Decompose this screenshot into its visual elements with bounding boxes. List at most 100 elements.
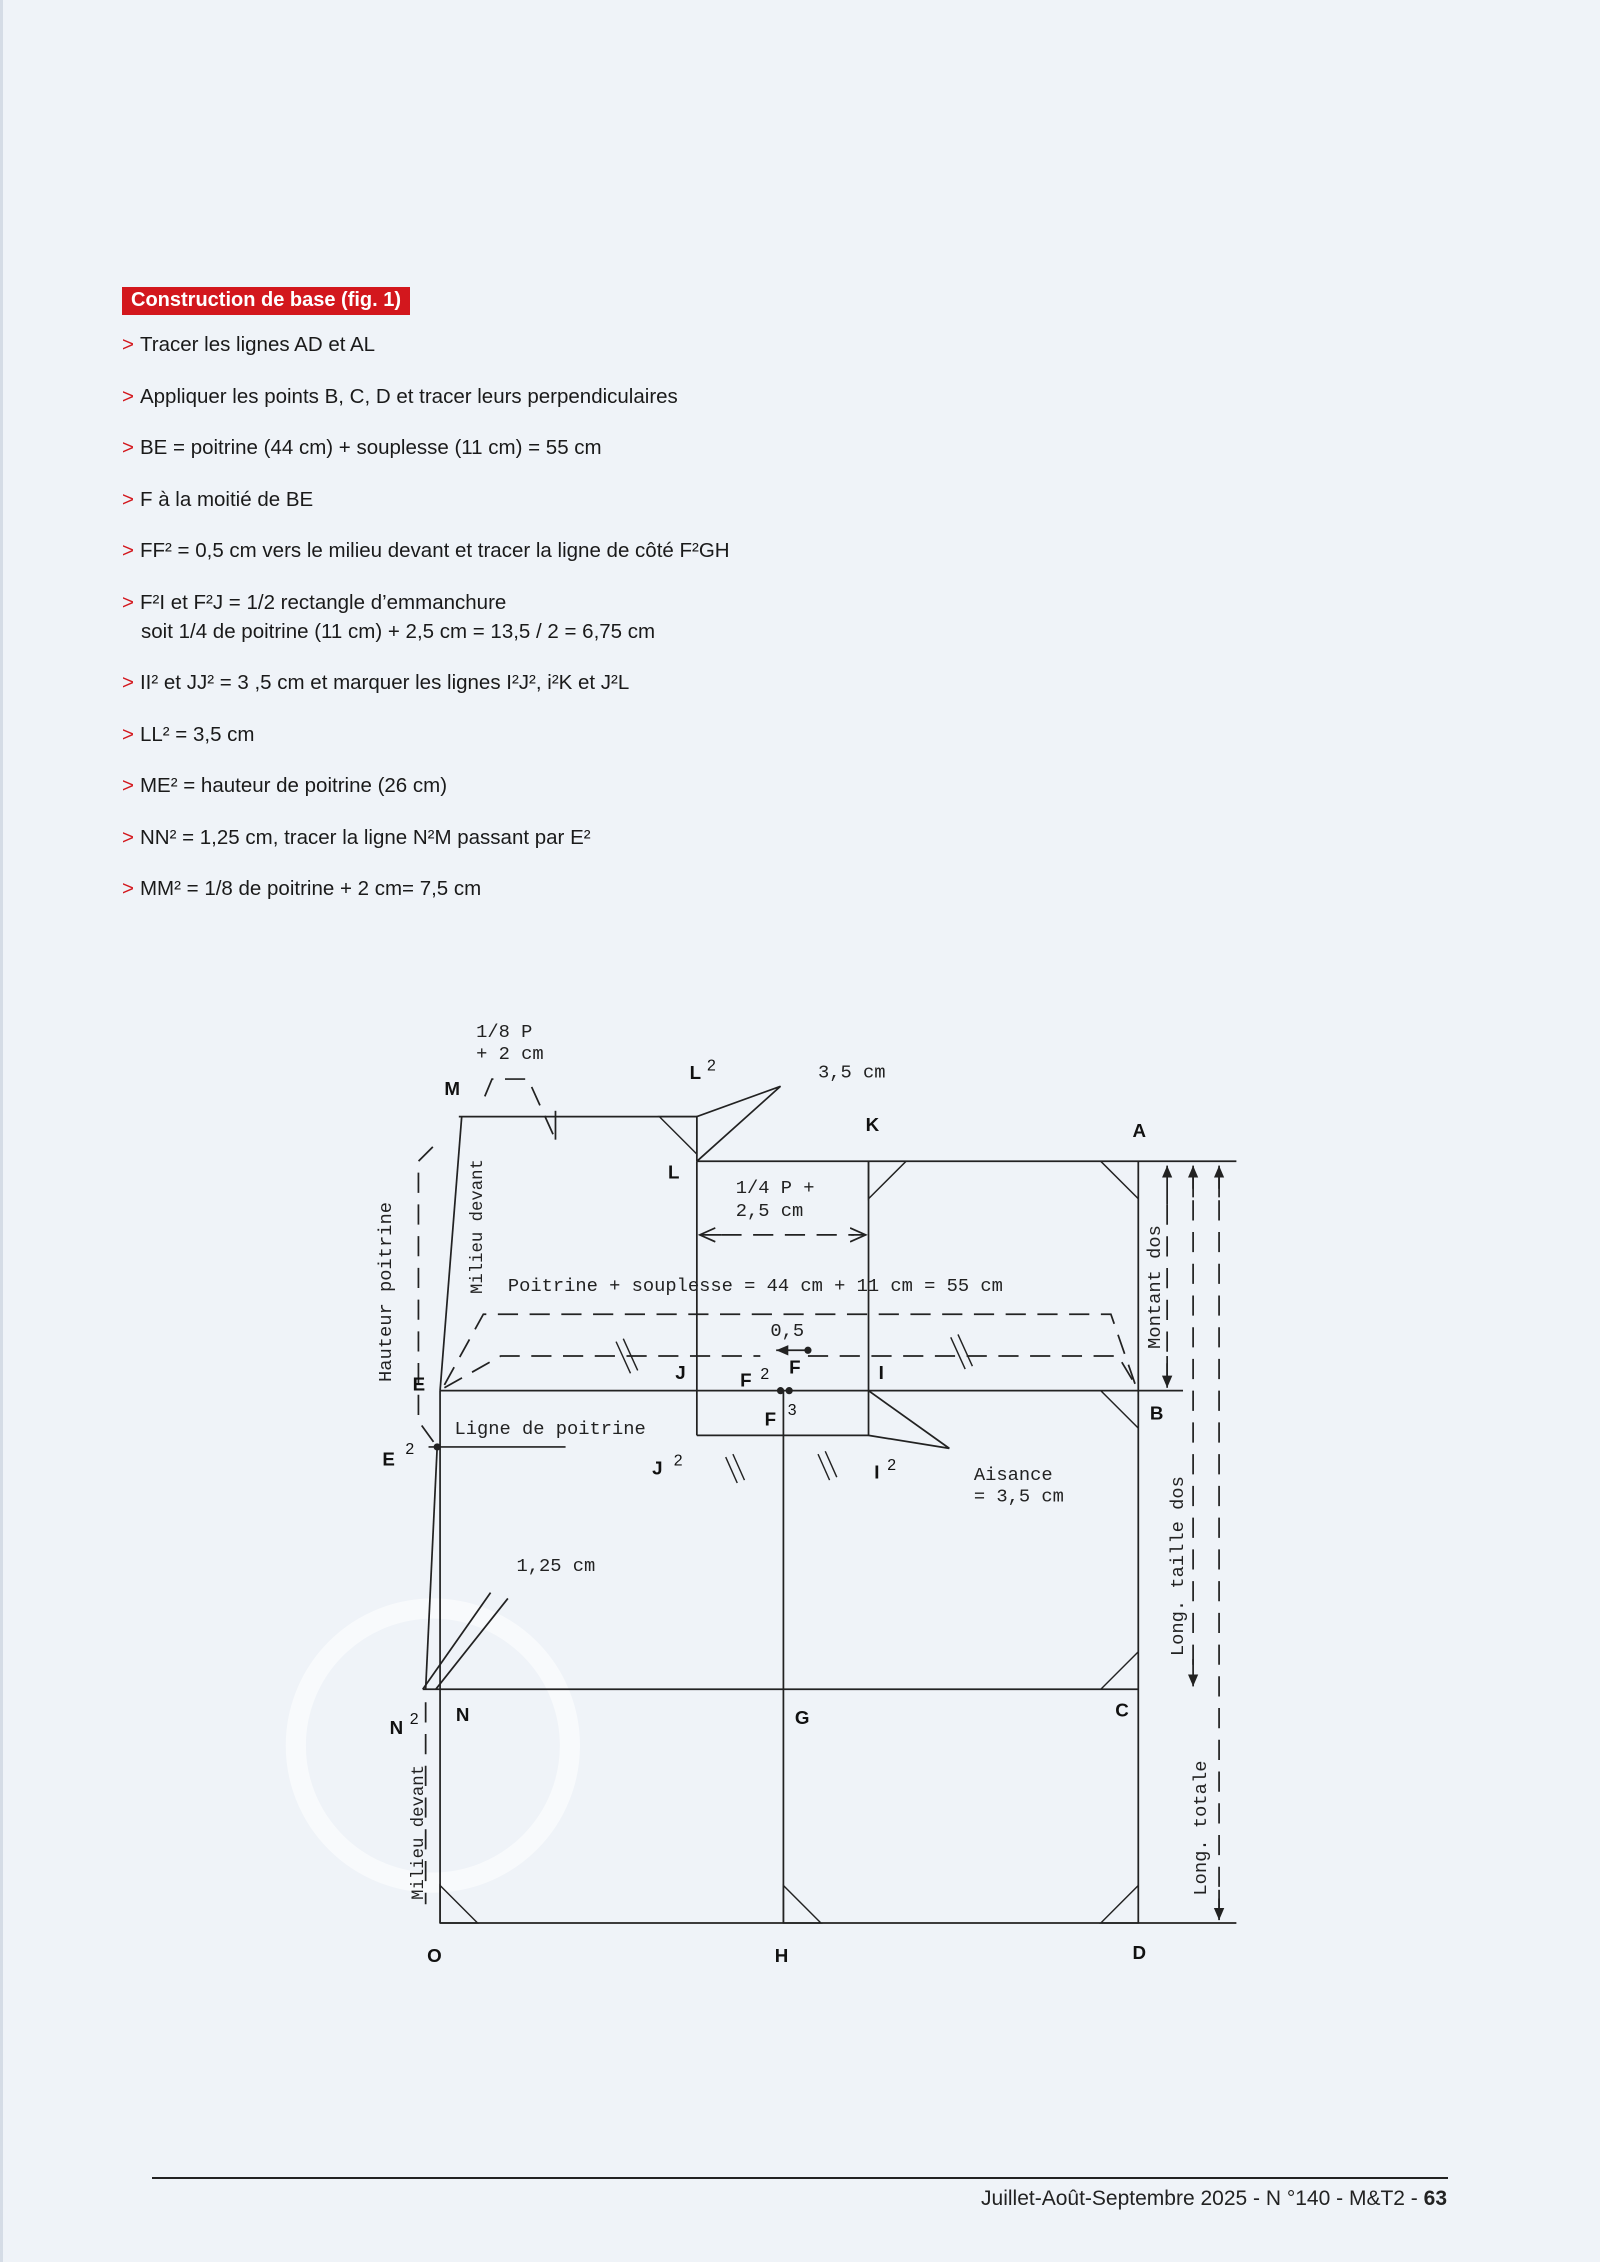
- center-front-top-label: Milieu devant: [469, 1159, 488, 1294]
- label-I: I: [879, 1362, 884, 1383]
- label-J2-sup: 2: [674, 1453, 683, 1470]
- label-N2-sup: 2: [410, 1711, 419, 1728]
- ease-label: = 3,5 cm: [974, 1486, 1064, 1508]
- center-front-bottom-label: Milieu devant: [410, 1765, 429, 1900]
- page-number: 63: [1423, 2187, 1447, 2210]
- step-text: BE = poitrine (44 cm) + souplesse (11 cm…: [139, 436, 602, 459]
- instruction-step: >NN² = 1,25 cm, tracer la ligne N²M pass…: [122, 823, 730, 852]
- label-M: M: [444, 1078, 460, 1099]
- instruction-step: >BE = poitrine (44 cm) + souplesse (11 c…: [122, 433, 730, 462]
- footer: Juillet-Août-Septembre 2025 - N °140 - M…: [981, 2187, 1447, 2211]
- label-F3: F: [765, 1408, 776, 1429]
- nn2-mark: [422, 1592, 492, 1690]
- armhole-label: 2,5 cm: [736, 1200, 804, 1222]
- step-text: Tracer les lignes AD et AL: [139, 333, 376, 356]
- instruction-step: >Appliquer les points B, C, D et tracer …: [122, 382, 730, 411]
- bust-height-label: Hauteur poitrine: [375, 1202, 397, 1382]
- label-J2: J: [652, 1457, 662, 1478]
- dimension-labels: 1/8 P + 2 cm 3,5 cm 1/4 P + 2,5 cm Poitr…: [375, 1021, 1212, 1900]
- nn2-label: 1,25 cm: [517, 1555, 596, 1577]
- step-text: F à la moitié de BE: [139, 487, 314, 511]
- nn2-mark: [435, 1597, 509, 1690]
- label-F2-sup: 2: [760, 1366, 769, 1383]
- label-F: F: [789, 1356, 800, 1377]
- label-I2: I: [874, 1462, 879, 1483]
- ff2-label: 0,5: [770, 1320, 804, 1342]
- footer-rule: [152, 2177, 1448, 2179]
- label-F3-sup: 3: [788, 1402, 797, 1419]
- total-length-label: Long. totale: [1190, 1761, 1212, 1896]
- bullet-icon: >: [122, 384, 134, 408]
- label-H: H: [775, 1945, 789, 1966]
- label-J: J: [675, 1362, 685, 1383]
- dimension-arrows: [700, 1165, 1225, 1921]
- bullet-icon: >: [122, 539, 134, 562]
- label-E: E: [413, 1374, 426, 1395]
- instruction-step: >LL² = 3,5 cm: [122, 720, 730, 749]
- watermark-copyright-ring: [285, 1598, 581, 1893]
- bullet-icon: >: [122, 877, 134, 900]
- label-G: G: [795, 1707, 810, 1728]
- label-F2: F: [740, 1369, 751, 1390]
- step-text: LL² = 3,5 cm: [139, 722, 255, 746]
- bullet-icon: >: [122, 333, 134, 356]
- label-L2-sup: 2: [707, 1057, 716, 1074]
- label-A: A: [1133, 1120, 1147, 1141]
- instruction-step: >II² et JJ² = 3 ,5 cm et marquer les lig…: [122, 668, 730, 697]
- ll2-triangle: [695, 1085, 782, 1162]
- bullet-icon: >: [122, 722, 134, 746]
- label-N2: N: [390, 1717, 404, 1738]
- step-text: II² et JJ² = 3 ,5 cm et marquer les lign…: [139, 671, 630, 694]
- label-N: N: [456, 1704, 470, 1725]
- right-angle-marks: [439, 1115, 1140, 1924]
- instruction-step: >FF² = 0,5 cm vers le milieu devant et t…: [122, 536, 730, 565]
- label-E2: E: [382, 1449, 395, 1470]
- ease-triangle: [868, 1389, 950, 1450]
- step-text: F²I et F²J = 1/2 rectangle d’emmanchure: [139, 590, 507, 614]
- instruction-step: >Tracer les lignes AD et AL: [122, 330, 730, 359]
- page-edge: [0, 0, 3, 2262]
- step-text: MM² = 1/8 de poitrine + 2 cm= 7,5 cm: [139, 877, 482, 900]
- issue-info: Juillet-Août-Septembre 2025 - N °140 - M…: [981, 2187, 1424, 2210]
- step-subtext: soit 1/4 de poitrine (11 cm) + 2,5 cm = …: [141, 619, 656, 643]
- instruction-step: >MM² = 1/8 de poitrine + 2 cm= 7,5 cm: [122, 874, 730, 903]
- bullet-icon: >: [122, 436, 134, 459]
- bullet-icon: >: [122, 590, 134, 614]
- instruction-step: >F²I et F²J = 1/2 rectangle d’emmanchure…: [122, 588, 730, 646]
- mm2-label: + 2 cm: [476, 1043, 544, 1065]
- step-text: FF² = 0,5 cm vers le milieu devant et tr…: [139, 539, 730, 562]
- dashed-lines: [417, 1078, 1220, 1916]
- bullet-icon: >: [122, 825, 134, 849]
- bullet-icon: >: [122, 774, 134, 797]
- label-C: C: [1115, 1700, 1129, 1721]
- bullet-icon: >: [122, 671, 134, 694]
- mm2-label: 1/8 P: [476, 1021, 532, 1043]
- watermark: [285, 1598, 581, 1893]
- label-E2-sup: 2: [405, 1441, 414, 1458]
- label-B: B: [1150, 1403, 1164, 1424]
- points: [433, 1346, 812, 1451]
- bust-line-label: Ligne de poitrine: [454, 1418, 645, 1440]
- step-text: ME² = hauteur de poitrine (26 cm): [139, 774, 448, 797]
- bust-width-label: Poitrine + souplesse = 44 cm + 11 cm = 5…: [508, 1275, 1003, 1297]
- label-L2: L: [690, 1062, 701, 1083]
- instruction-list: >Tracer les lignes AD et AL >Appliquer l…: [122, 330, 730, 926]
- step-text: Appliquer les points B, C, D et tracer l…: [139, 384, 678, 408]
- label-O: O: [427, 1945, 442, 1966]
- line-ME: [439, 1116, 463, 1391]
- line-E2N2: [424, 1446, 439, 1690]
- bullet-icon: >: [122, 487, 134, 511]
- armhole-label: 1/4 P +: [736, 1177, 815, 1199]
- label-L: L: [668, 1162, 679, 1183]
- pattern-lines: [422, 1085, 1237, 1924]
- back-rise-label: Montant dos: [1144, 1225, 1166, 1349]
- label-I2-sup: 2: [887, 1457, 896, 1474]
- ll2-label: 3,5 cm: [818, 1062, 886, 1084]
- instruction-step: >ME² = hauteur de poitrine (26 cm): [122, 771, 730, 800]
- ease-label: Aisance: [974, 1464, 1053, 1486]
- label-D: D: [1133, 1942, 1147, 1963]
- section-heading: Construction de base (fig. 1): [122, 287, 411, 315]
- label-K: K: [866, 1114, 880, 1135]
